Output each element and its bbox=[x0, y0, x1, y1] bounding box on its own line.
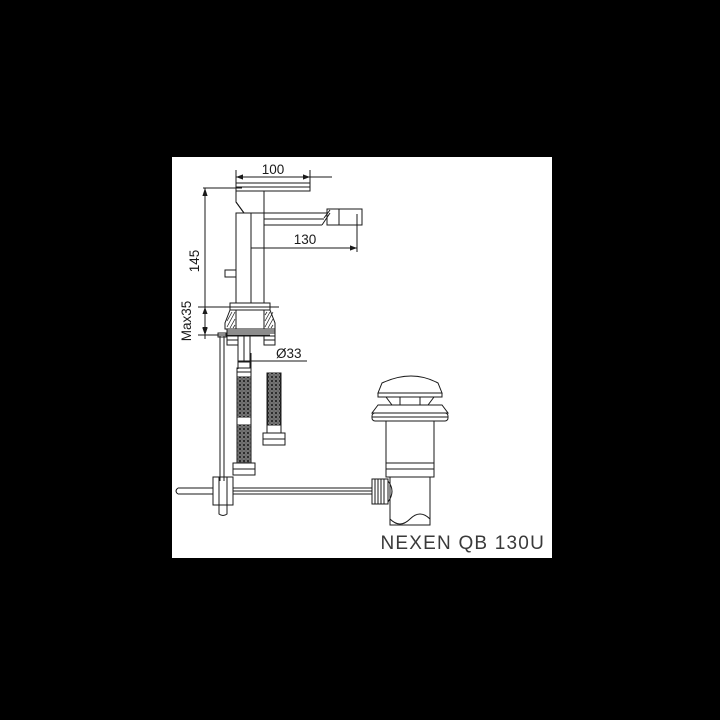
horizontal-rod bbox=[175, 487, 372, 495]
body-side-nub bbox=[224, 269, 237, 278]
dimension-label-145: 145 bbox=[187, 250, 202, 273]
dimension-label-100: 100 bbox=[262, 162, 285, 177]
aerator bbox=[323, 208, 363, 226]
flexi-hose-a bbox=[232, 367, 256, 476]
dimension-100 bbox=[235, 170, 332, 189]
pop-up-waste bbox=[371, 375, 449, 526]
clevis bbox=[212, 476, 234, 516]
lift-rod bbox=[217, 332, 227, 481]
dimension-max35 bbox=[198, 306, 279, 339]
tap-tail bbox=[237, 335, 251, 369]
drawing-canvas: 100 145 130 Max35 Ø33 NEXEN QB 130U bbox=[172, 157, 552, 558]
tap-body-shoulder bbox=[235, 191, 265, 214]
brand-model-label: NEXEN QB 130U bbox=[381, 533, 546, 554]
tap-body bbox=[235, 212, 265, 304]
dimension-label-max35: Max35 bbox=[179, 301, 194, 342]
waste-cap bbox=[377, 375, 443, 398]
mounting-nuts bbox=[226, 335, 276, 346]
lever-handle bbox=[235, 182, 311, 192]
pivot-nut bbox=[371, 478, 393, 505]
technical-drawing-svg: 100 145 130 Max35 Ø33 NEXEN QB 130U bbox=[175, 162, 546, 554]
mounting-washers bbox=[226, 328, 276, 337]
spout bbox=[264, 212, 331, 226]
flexi-hose-b bbox=[262, 372, 286, 446]
dimension-label-130: 130 bbox=[294, 232, 317, 247]
dimension-label-diameter-33: Ø33 bbox=[276, 346, 302, 361]
